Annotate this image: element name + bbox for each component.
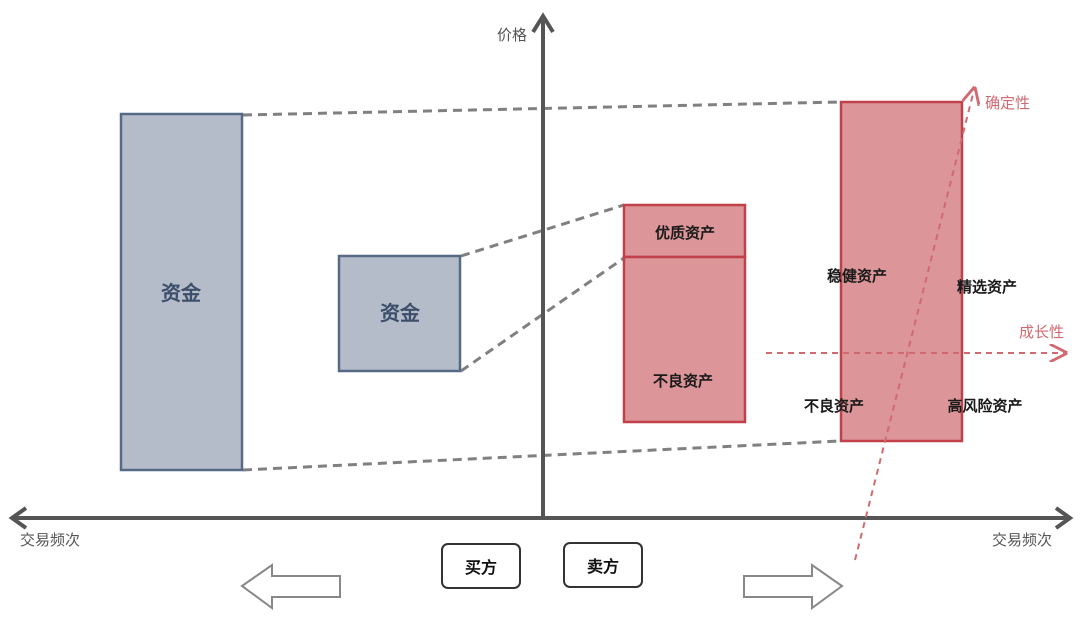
capital-label-small: 资金 — [380, 301, 421, 325]
high-risk-asset-label: 高风险资产 — [947, 397, 1022, 415]
frequency-axis-left-arrowhead — [8, 506, 28, 530]
price-axis-arrowhead — [531, 12, 555, 34]
quality-asset-box — [622, 203, 747, 259]
certainty-arrow — [854, 90, 974, 561]
capital-label-large: 资金 — [161, 281, 202, 305]
certainty-label: 确定性 — [985, 94, 1030, 112]
connector-top-inner — [460, 203, 625, 258]
seller-label: 卖方 — [586, 557, 619, 576]
connector-lines — [242, 100, 841, 472]
bad-asset-box-mid — [622, 255, 747, 424]
right-hollow-arrow — [743, 563, 844, 610]
quality-asset-label: 优质资产 — [655, 224, 715, 242]
left-hollow-arrow — [240, 563, 341, 610]
price-axis-label: 价格 — [497, 26, 527, 44]
capital-box-small — [337, 254, 462, 373]
frequency-axis-right-arrowhead — [1054, 506, 1074, 530]
capital-box-large — [119, 112, 244, 472]
frequency-axis-label-right: 交易频次 — [992, 531, 1052, 549]
stable-asset-label: 稳健资产 — [827, 267, 887, 285]
buyer-label: 买方 — [464, 558, 497, 577]
asset-pool-box — [839, 100, 964, 443]
bad-asset-label-mid: 不良资产 — [653, 372, 713, 390]
bad-asset-label-right: 不良资产 — [804, 397, 864, 415]
selected-asset-label: 精选资产 — [957, 278, 1017, 296]
connector-top-outer — [242, 100, 841, 117]
connector-bottom-inner — [460, 256, 625, 373]
buyer-button[interactable]: 买方 — [441, 543, 521, 589]
connector-bottom-outer — [242, 439, 841, 472]
growth-label: 成长性 — [1019, 323, 1064, 341]
seller-button[interactable]: 卖方 — [563, 542, 643, 588]
frequency-axis-label-left: 交易频次 — [20, 531, 80, 549]
